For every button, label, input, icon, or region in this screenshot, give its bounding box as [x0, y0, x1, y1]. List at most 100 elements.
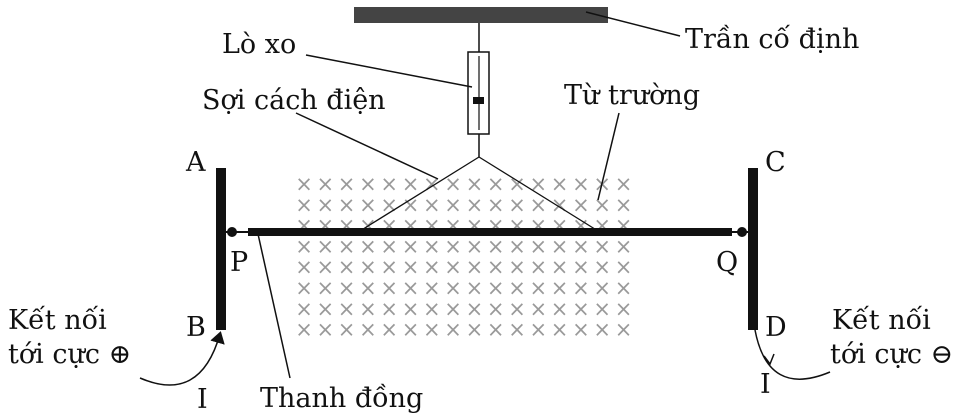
field-cross-icon: ×: [295, 318, 313, 342]
field-cross-icon: ×: [508, 255, 526, 279]
field-cross-icon: ×: [295, 255, 313, 279]
field-cross-icon: ×: [466, 297, 484, 321]
current-arrow-right: [763, 353, 775, 366]
magnetic-field: ××××××××××××××××××××××××××××××××××××××××…: [295, 172, 632, 342]
field-cross-icon: ×: [487, 297, 505, 321]
thread-left: [359, 156, 480, 232]
field-cross-icon: ×: [466, 318, 484, 342]
field-cross-icon: ×: [551, 318, 569, 342]
field-cross-icon: ×: [338, 318, 356, 342]
field-cross-icon: ×: [423, 255, 441, 279]
field-cross-icon: ×: [423, 193, 441, 217]
field-cross-icon: ×: [295, 276, 313, 300]
thread-right: [478, 156, 599, 232]
field-cross-icon: ×: [402, 172, 420, 196]
field-cross-icon: ×: [338, 193, 356, 217]
field-cross-icon: ×: [466, 276, 484, 300]
field-cross-icon: ×: [466, 234, 484, 258]
field-cross-icon: ×: [380, 297, 398, 321]
left-connection-line1: Kết nối: [8, 305, 107, 336]
field-cross-icon: ×: [402, 297, 420, 321]
field-cross-icon: ×: [444, 234, 462, 258]
field-cross-icon: ×: [572, 255, 590, 279]
field-cross-icon: ×: [295, 297, 313, 321]
current-lead-right: [754, 329, 831, 380]
right-connection-line1: Kết nối: [832, 305, 931, 336]
label-B: B: [186, 312, 206, 343]
field-cross-icon: ×: [423, 318, 441, 342]
rail-CD: [748, 168, 758, 330]
field-cross-icon: ×: [487, 193, 505, 217]
field-cross-icon: ×: [316, 193, 334, 217]
field-cross-icon: ×: [572, 318, 590, 342]
field-cross-icon: ×: [615, 318, 633, 342]
ceiling-leader: [585, 11, 681, 37]
thread-leader: [295, 112, 439, 180]
field-cross-icon: ×: [423, 297, 441, 321]
field-cross-icon: ×: [487, 318, 505, 342]
field-cross-icon: ×: [338, 276, 356, 300]
field-cross-icon: ×: [508, 318, 526, 342]
field-cross-icon: ×: [572, 276, 590, 300]
field-cross-icon: ×: [316, 318, 334, 342]
field-cross-icon: ×: [402, 193, 420, 217]
field-cross-icon: ×: [529, 172, 547, 196]
field-cross-icon: ×: [615, 172, 633, 196]
field-cross-icon: ×: [359, 318, 377, 342]
field-cross-icon: ×: [572, 172, 590, 196]
rod-leader: [257, 233, 291, 379]
field-cross-icon: ×: [487, 172, 505, 196]
field-cross-icon: ×: [529, 297, 547, 321]
rod-label: Thanh đồng: [260, 383, 423, 414]
field-cross-icon: ×: [615, 193, 633, 217]
field-cross-icon: ×: [466, 193, 484, 217]
field-cross-icon: ×: [338, 255, 356, 279]
field-cross-icon: ×: [551, 255, 569, 279]
field-cross-icon: ×: [572, 234, 590, 258]
field-cross-icon: ×: [466, 172, 484, 196]
field-cross-icon: ×: [380, 172, 398, 196]
field-cross-icon: ×: [359, 255, 377, 279]
field-cross-icon: ×: [615, 255, 633, 279]
spring-indicator: [473, 97, 484, 104]
field-cross-icon: ×: [444, 193, 462, 217]
field-cross-icon: ×: [444, 255, 462, 279]
field-cross-icon: ×: [508, 234, 526, 258]
field-leader: [597, 112, 620, 201]
field-cross-icon: ×: [316, 276, 334, 300]
field-cross-icon: ×: [423, 234, 441, 258]
rail-AB: [216, 168, 226, 330]
field-cross-icon: ×: [593, 318, 611, 342]
field-cross-icon: ×: [338, 172, 356, 196]
thread-label: Sợi cách điện: [202, 85, 386, 116]
point-P: [227, 227, 237, 237]
field-cross-icon: ×: [316, 255, 334, 279]
field-cross-icon: ×: [380, 318, 398, 342]
field-cross-icon: ×: [295, 234, 313, 258]
field-cross-icon: ×: [316, 172, 334, 196]
field-cross-icon: ×: [402, 255, 420, 279]
field-cross-icon: ×: [466, 255, 484, 279]
current-lead-left: [139, 331, 225, 386]
field-cross-icon: ×: [508, 193, 526, 217]
field-cross-icon: ×: [529, 234, 547, 258]
field-cross-icon: ×: [444, 276, 462, 300]
label-C: C: [765, 147, 786, 178]
field-cross-icon: ×: [572, 297, 590, 321]
field-cross-icon: ×: [551, 193, 569, 217]
field-cross-icon: ×: [593, 255, 611, 279]
field-cross-icon: ×: [380, 255, 398, 279]
left-connection-line2: tới cực ⊕: [8, 339, 131, 370]
point-Q: [737, 227, 747, 237]
field-cross-icon: ×: [615, 276, 633, 300]
field-cross-icon: ×: [572, 193, 590, 217]
field-cross-icon: ×: [316, 297, 334, 321]
field-cross-icon: ×: [380, 276, 398, 300]
ceiling: [354, 7, 608, 23]
field-cross-icon: ×: [615, 234, 633, 258]
field-cross-icon: ×: [487, 276, 505, 300]
field-cross-icon: ×: [593, 297, 611, 321]
field-cross-icon: ×: [444, 172, 462, 196]
